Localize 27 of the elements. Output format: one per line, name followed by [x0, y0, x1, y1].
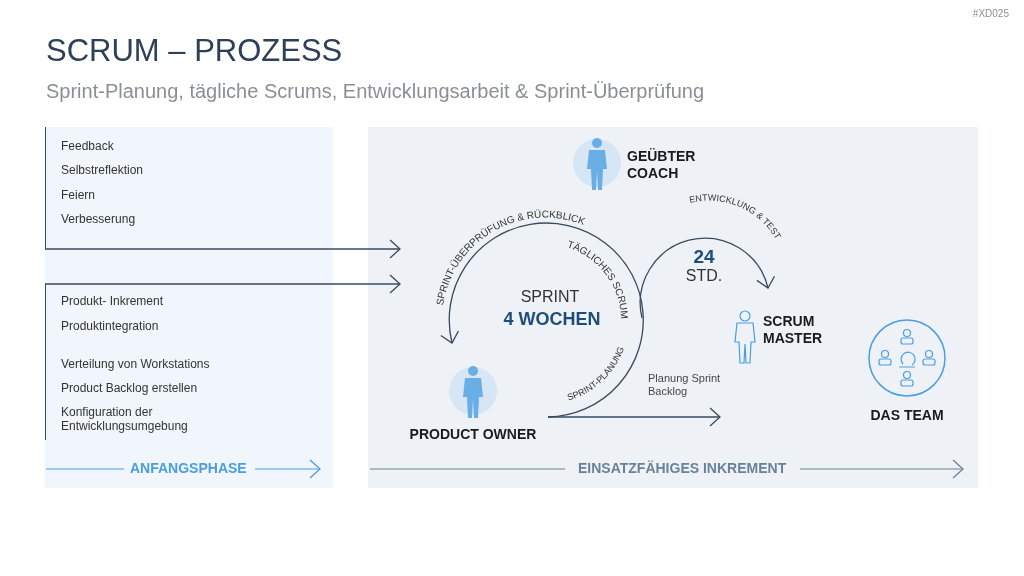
- list-item: Feedback: [61, 139, 115, 153]
- phase-panel: [368, 127, 978, 488]
- duration-unit: STD.: [684, 267, 724, 285]
- list-item: Verbesserung: [61, 212, 137, 226]
- flow-label: Planung Sprint Backlog: [648, 372, 722, 398]
- phase-label: ANFANGSPHASE: [130, 460, 247, 476]
- title: SCRUM – PROZESS: [46, 33, 343, 69]
- arrow: [44, 239, 401, 259]
- phase-label: EINSATZFÄHIGES INKREMENT: [578, 460, 787, 476]
- document-code: #XD025: [972, 8, 1009, 19]
- list-item: Product Backlog erstellen: [61, 381, 199, 395]
- arrow: [44, 274, 401, 294]
- duration-number: 24: [692, 246, 716, 268]
- phase-panel: [45, 127, 333, 488]
- role-label: DAS TEAM: [869, 407, 945, 423]
- list-item: Produkt- Inkrement: [61, 294, 165, 308]
- list-item: Feiern: [61, 188, 96, 202]
- list-item: Verteilung von Workstations: [61, 357, 211, 371]
- list-item: Produktintegration: [61, 319, 160, 333]
- sprint-duration: 4 WOCHEN: [502, 309, 602, 330]
- sprint-label: SPRINT: [519, 288, 581, 306]
- list-item: Konfiguration der Entwicklungsumgebung: [61, 405, 189, 433]
- subtitle: Sprint-Planung, tägliche Scrums, Entwicklungsarbeit & Sprint-Überprüfung: [46, 80, 705, 103]
- role-label: SCRUM MASTER: [763, 313, 824, 347]
- role-label: PRODUCT OWNER: [408, 426, 538, 442]
- list-item: Selbstreflektion: [61, 163, 145, 177]
- role-label: GEÜBTER COACH: [627, 148, 697, 182]
